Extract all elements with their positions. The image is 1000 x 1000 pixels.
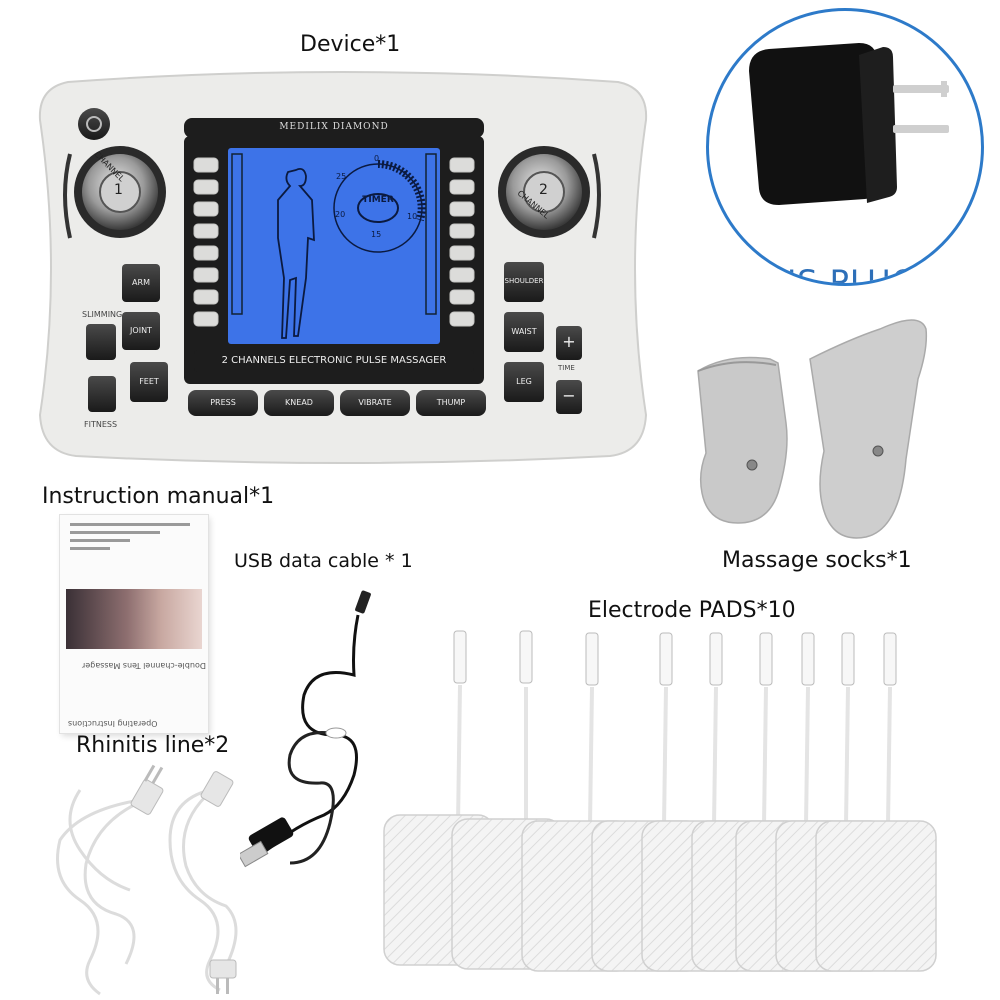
pad-connector-2 [519, 630, 533, 684]
usb-label: USB data cable * 1 [234, 550, 413, 572]
time-label: TIME [558, 364, 575, 372]
pad-connector-5 [709, 632, 723, 686]
pad-connector-3 [585, 632, 599, 686]
electrode-pads [383, 630, 937, 972]
timer-label: TIMER [362, 195, 394, 205]
power-button[interactable] [78, 108, 110, 140]
leg-button-label: LEG [516, 377, 532, 386]
massage-socks [697, 319, 928, 539]
rhinitis-label: Rhinitis line*2 [76, 733, 230, 758]
slimming-button[interactable] [86, 324, 116, 360]
fitness-button[interactable] [88, 376, 116, 412]
shoulder-button[interactable] [504, 262, 544, 302]
press-button-label: PRESS [210, 398, 236, 407]
thump-button[interactable] [416, 390, 486, 416]
joint-button[interactable] [122, 312, 160, 350]
pad-connector-6 [759, 632, 773, 686]
timer-tick-15: 15 [371, 230, 382, 239]
pad-connector-4 [659, 632, 673, 686]
manual-footer: Operating Instructions [68, 719, 158, 728]
brand-label: MEDILIX DIAMOND [279, 122, 389, 132]
instruction-manual: Double-channel Tens Massager Operating I… [60, 515, 208, 733]
body-figure-icon [277, 167, 315, 339]
device-label: Device*1 [300, 32, 401, 57]
time-minus-button[interactable] [556, 380, 582, 414]
lcd-screen [228, 148, 440, 344]
timer-tick-25: 25 [336, 172, 347, 181]
manual-cover-photo [66, 589, 202, 649]
sock-left [697, 356, 788, 524]
pad-connector-8 [841, 632, 855, 686]
power-adapter-icon [749, 43, 949, 205]
rhinitis-lines [56, 764, 238, 996]
electrode-pad-9 [815, 820, 937, 972]
press-button[interactable] [188, 390, 258, 416]
waist-button-label: WAIST [511, 327, 537, 336]
timer-tick-0: 0 [374, 154, 380, 163]
rhinitis-line-1 [56, 789, 141, 996]
pads-label: Electrode PADS*10 [588, 598, 796, 623]
pad-connector-7 [801, 632, 815, 686]
fitness-label: FITNESS [84, 420, 118, 429]
knob-2-number: 2 [539, 182, 548, 198]
pad-connector-1 [453, 630, 467, 684]
usb-cable [240, 590, 371, 868]
arm-button-label: ARM [132, 278, 150, 287]
knead-button-label: KNEAD [285, 398, 313, 407]
manual-subtitle: Double-channel Tens Massager [82, 661, 206, 670]
joint-button-label: JOINT [130, 326, 152, 335]
time-minus-label: − [562, 386, 576, 405]
timer-tick-20: 20 [335, 210, 346, 219]
tens-device: MEDILIX DIAMOND 2 CHANNELS ELECTRONIC PU… [28, 70, 658, 465]
knead-button[interactable] [264, 390, 334, 416]
time-plus-button[interactable] [556, 326, 582, 360]
vibrate-button[interactable] [340, 390, 410, 416]
time-plus-label: + [562, 332, 576, 351]
shoulder-button-label: SHOULDER [504, 277, 544, 285]
timer-tick-10: 10 [407, 212, 418, 221]
arm-button[interactable] [122, 264, 160, 302]
feet-button[interactable] [130, 362, 168, 402]
vibrate-button-label: VIBRATE [358, 398, 392, 407]
device-illustration [38, 71, 648, 464]
socks-label: Massage socks*1 [722, 548, 912, 573]
us-plug-label: US PLUG [772, 263, 918, 286]
feet-button-label: FEET [139, 377, 159, 386]
manual-label: Instruction manual*1 [42, 484, 275, 509]
timer-tick-5: 5 [403, 170, 409, 179]
waist-button[interactable] [504, 312, 544, 352]
slimming-label: SLIMMING [82, 310, 123, 319]
screen-caption: 2 CHANNELS ELECTRONIC PULSE MASSAGER [221, 355, 447, 366]
thump-button-label: THUMP [436, 398, 466, 407]
leg-button[interactable] [504, 362, 544, 402]
knob-1-number: 1 [114, 182, 123, 198]
pad-connector-9 [883, 632, 897, 686]
rhinitis-line-2 [168, 788, 238, 992]
us-plug-callout: US PLUG [706, 8, 984, 286]
sock-right [809, 319, 928, 539]
